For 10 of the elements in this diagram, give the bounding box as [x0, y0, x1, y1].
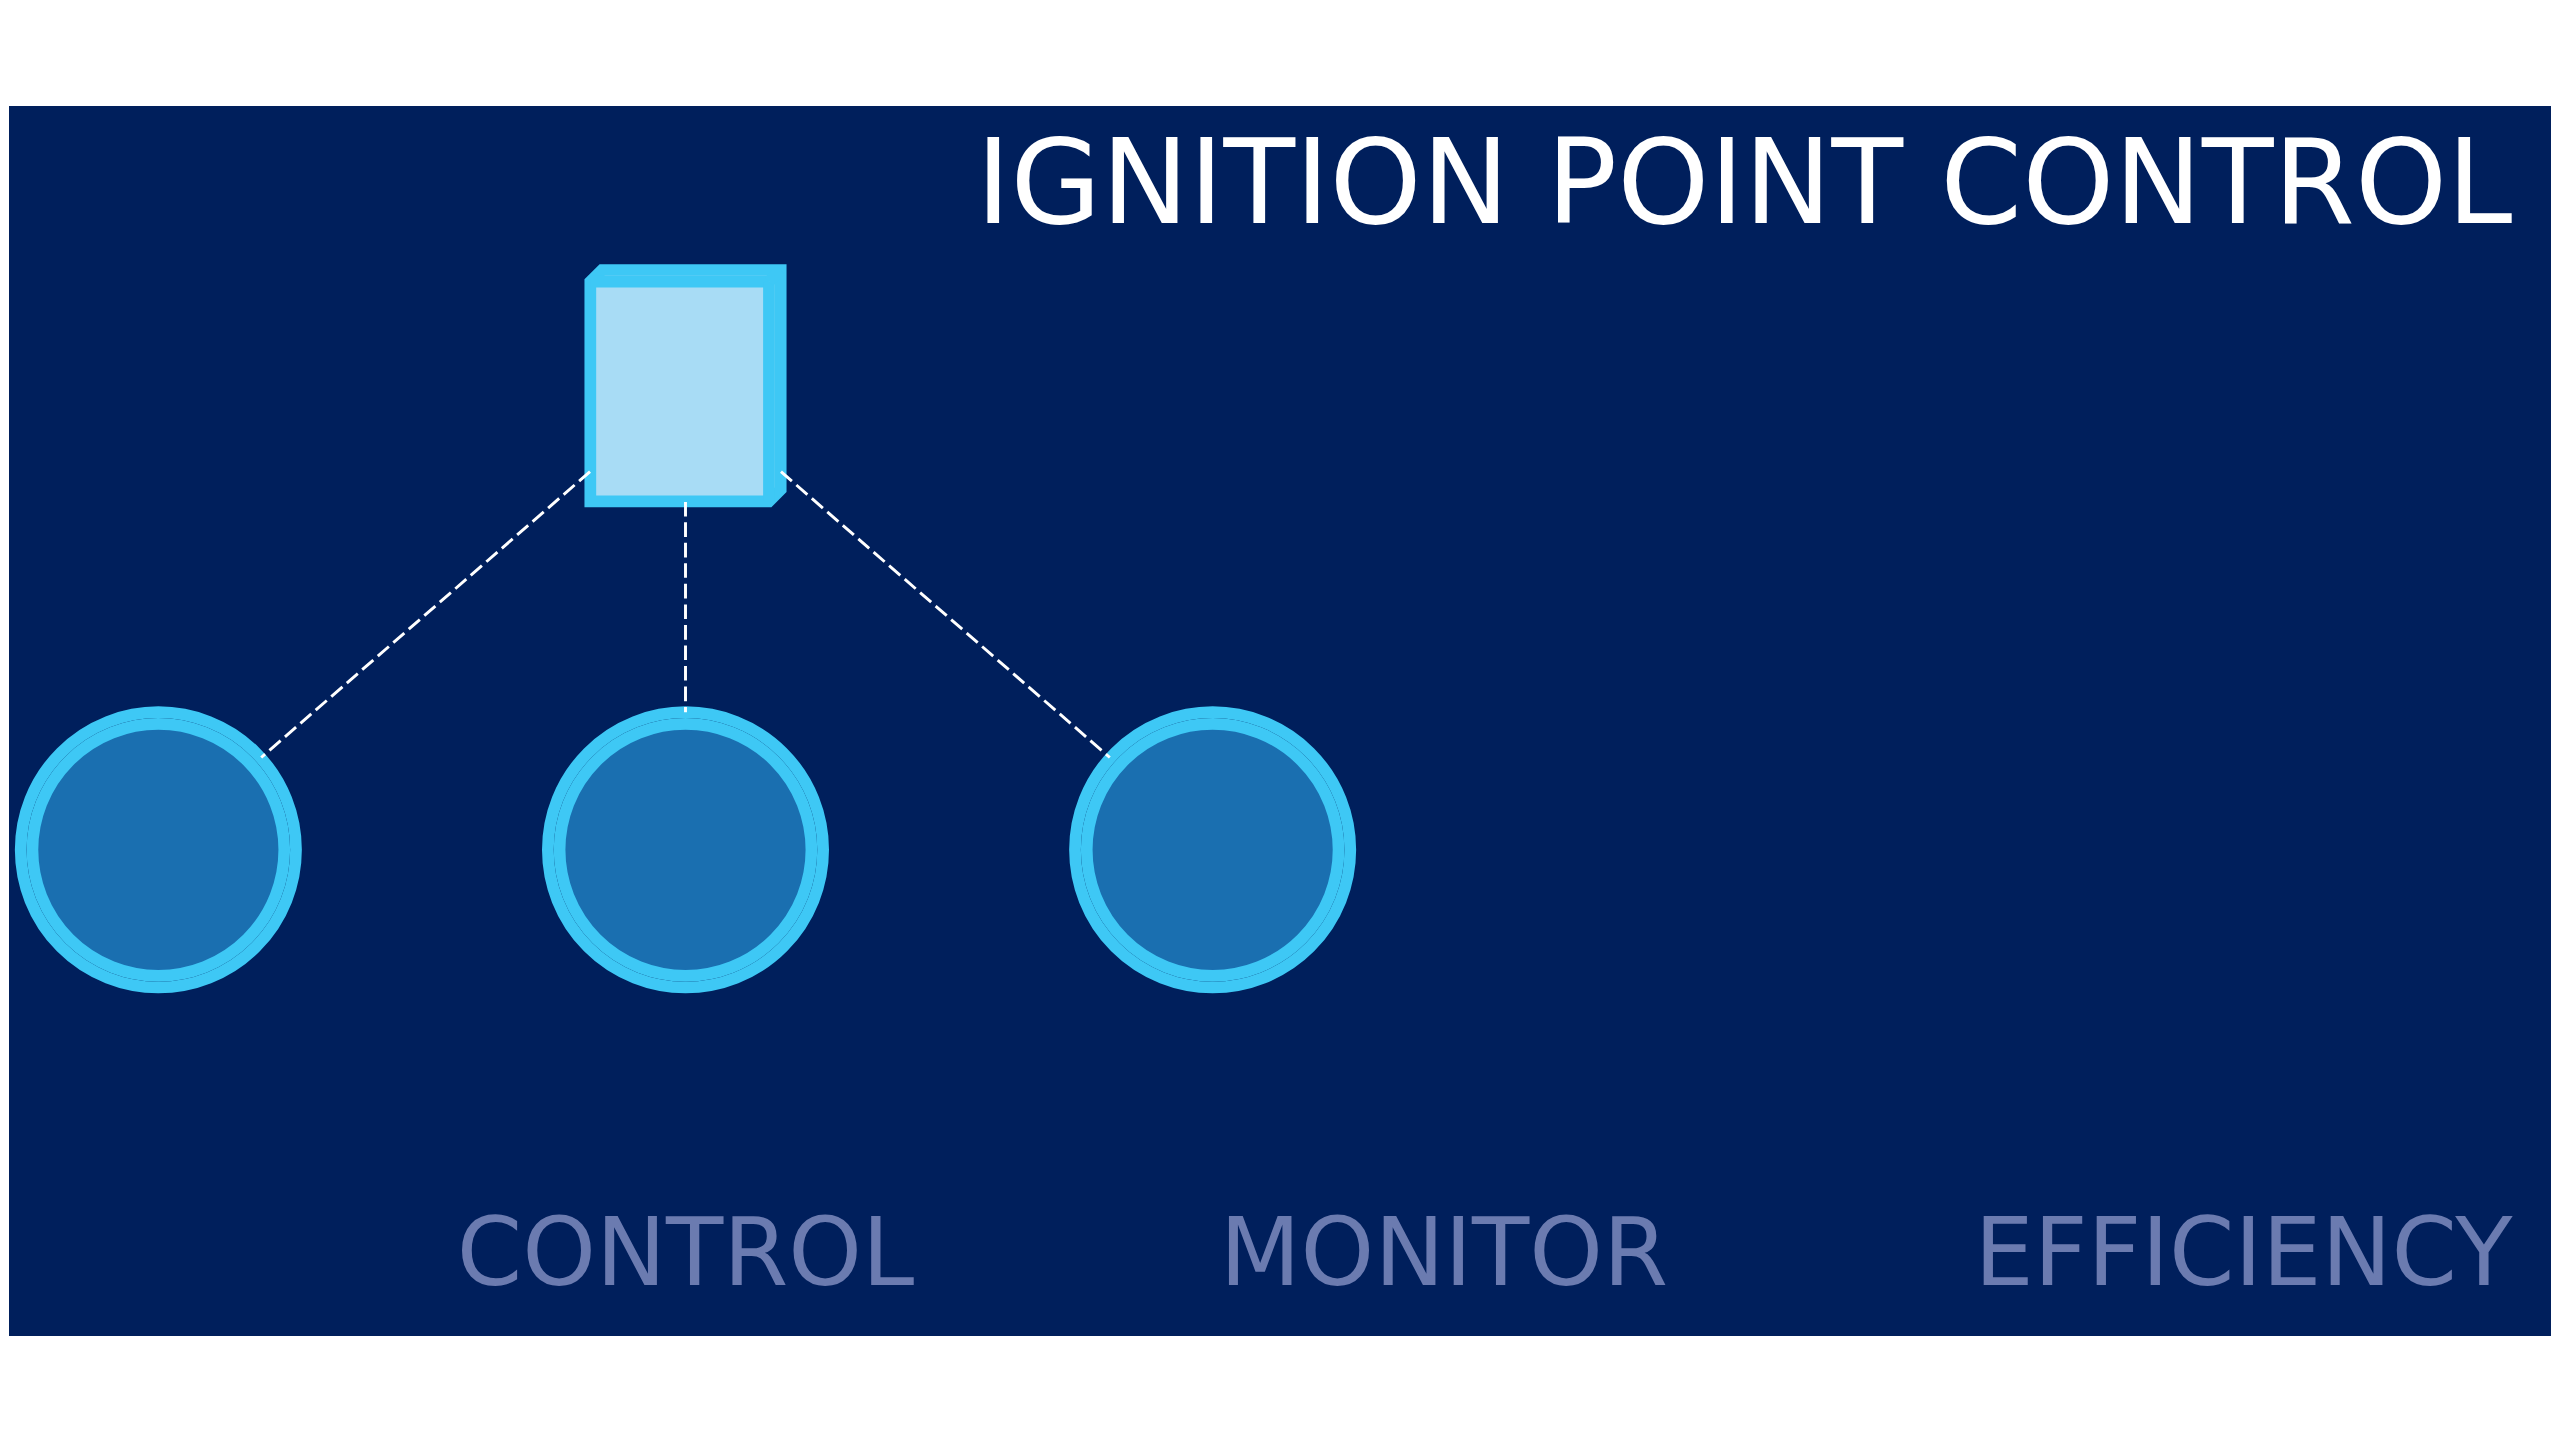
- node-circle: [14, 705, 302, 993]
- label: MONITOR: [1219, 1197, 1669, 1307]
- node-circle: [1069, 705, 1357, 993]
- connector: [684, 501, 687, 712]
- label: EFFICIENCY: [1974, 1197, 2513, 1307]
- diagram-title: IGNITION POINT CONTROL: [976, 113, 2513, 251]
- label: CONTROL: [456, 1197, 915, 1307]
- connector: [260, 470, 591, 759]
- connector: [780, 470, 1111, 759]
- node-circle: [542, 705, 829, 993]
